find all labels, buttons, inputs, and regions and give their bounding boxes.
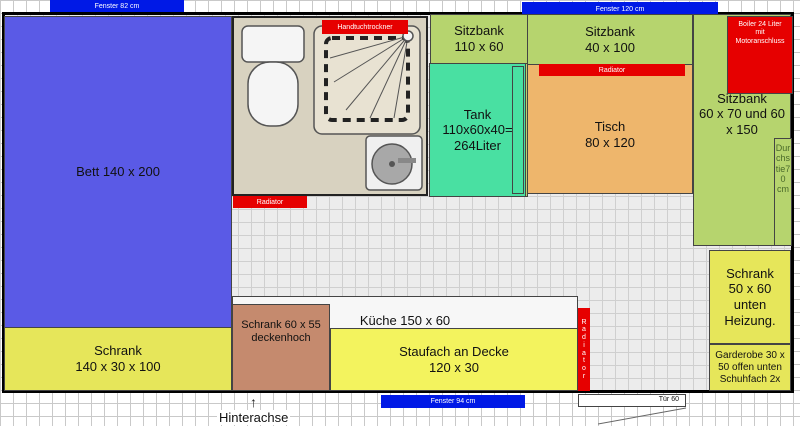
kitchen-label-box: Küche 150 x 60	[330, 312, 480, 330]
door: Tür 60	[578, 394, 686, 407]
radiator-letter: a	[582, 349, 586, 357]
passage: Dur chs tie7 0 cm	[774, 138, 792, 246]
radiator-letter: r	[582, 372, 586, 380]
wall-right	[791, 12, 794, 393]
water-tank-label: Tank 110x60x40= 264Liter	[442, 106, 513, 153]
door-label: Tür 60	[658, 396, 679, 404]
garderobe: Garderobe 30 x 50 offen unten Schuhfach …	[709, 344, 791, 391]
boiler-label: Boiler 24 Liter mit Motoranschluss	[735, 21, 785, 45]
bathroom-fixtures	[241, 25, 423, 191]
seat-bench-2-label: Sitzbank 40 x 100	[585, 24, 635, 55]
seat-bench-1: Sitzbank 110 x 60	[430, 14, 528, 64]
radiator-letter: a	[582, 326, 586, 334]
seat-bench-2: Sitzbank 40 x 100	[527, 14, 693, 66]
bed-label: Bett 140 x 200	[76, 164, 160, 180]
table-radiator-text: Radiator	[598, 66, 626, 74]
bathroom-radiator: Radiator	[233, 196, 307, 208]
radiator-letter: t	[583, 357, 585, 365]
kitchen-label: Küche 150 x 60	[359, 313, 451, 329]
door-swing	[598, 407, 687, 425]
wall-left	[2, 12, 5, 393]
rear-axle-label: Hinterachse	[217, 410, 291, 425]
water-tank: Tank 110x60x40= 264Liter	[429, 63, 526, 197]
cabinet-ceiling-label: Schrank 60 x 55 deckenhoch	[241, 319, 321, 345]
radiator-letter: d	[582, 334, 586, 342]
passage-label: Dur chs tie7 0 cm	[775, 143, 791, 195]
rear-axle-arrow-icon: ↑	[250, 394, 257, 410]
window-right-top: Fenster 120 cm	[522, 2, 718, 16]
boiler: Boiler 24 Liter mit Motoranschluss	[727, 16, 793, 94]
garderobe-label: Garderobe 30 x 50 offen unten Schuhfach …	[715, 349, 785, 385]
table-label: Tisch 80 x 120	[585, 119, 635, 150]
window-left-top: Fenster 82 cm	[50, 0, 184, 12]
radiator-vertical: R a d i a t o r	[578, 308, 590, 391]
table: Tisch 80 x 120	[527, 76, 693, 194]
towel-radiator: Handtuchtrockner	[322, 20, 408, 34]
seat-bench-1-label: Sitzbank 110 x 60	[454, 23, 504, 54]
cabinet-ceiling: Schrank 60 x 55 deckenhoch	[232, 304, 330, 391]
cabinet-right: Schrank 50 x 60 unten Heizung.	[709, 250, 791, 344]
radiator-letter: i	[583, 341, 585, 349]
cabinet-right-label: Schrank 50 x 60 unten Heizung.	[724, 265, 776, 328]
bed: Bett 140 x 200	[4, 16, 232, 328]
wardrobe-left-label: Schrank 140 x 30 x 100	[75, 343, 161, 374]
wardrobe-left: Schrank 140 x 30 x 100	[4, 327, 232, 391]
wall-bottom	[2, 390, 794, 393]
radiator-letter: R	[581, 318, 587, 326]
tank-side-strip	[512, 66, 524, 194]
storage-ceiling-label: Staufach an Decke 120 x 30	[399, 343, 509, 375]
window-bottom: Fenster 94 cm	[381, 395, 525, 408]
table-radiator-overlay: Radiator	[539, 64, 685, 76]
seat-bench-3-label: Sitzbank 60 x 70 und 60 x 150	[698, 90, 786, 137]
bathroom: Handtuchtrockner	[232, 16, 428, 196]
wall-top	[2, 12, 794, 15]
radiator-letter: o	[582, 364, 586, 372]
storage-ceiling: Staufach an Decke 120 x 30	[330, 328, 578, 391]
